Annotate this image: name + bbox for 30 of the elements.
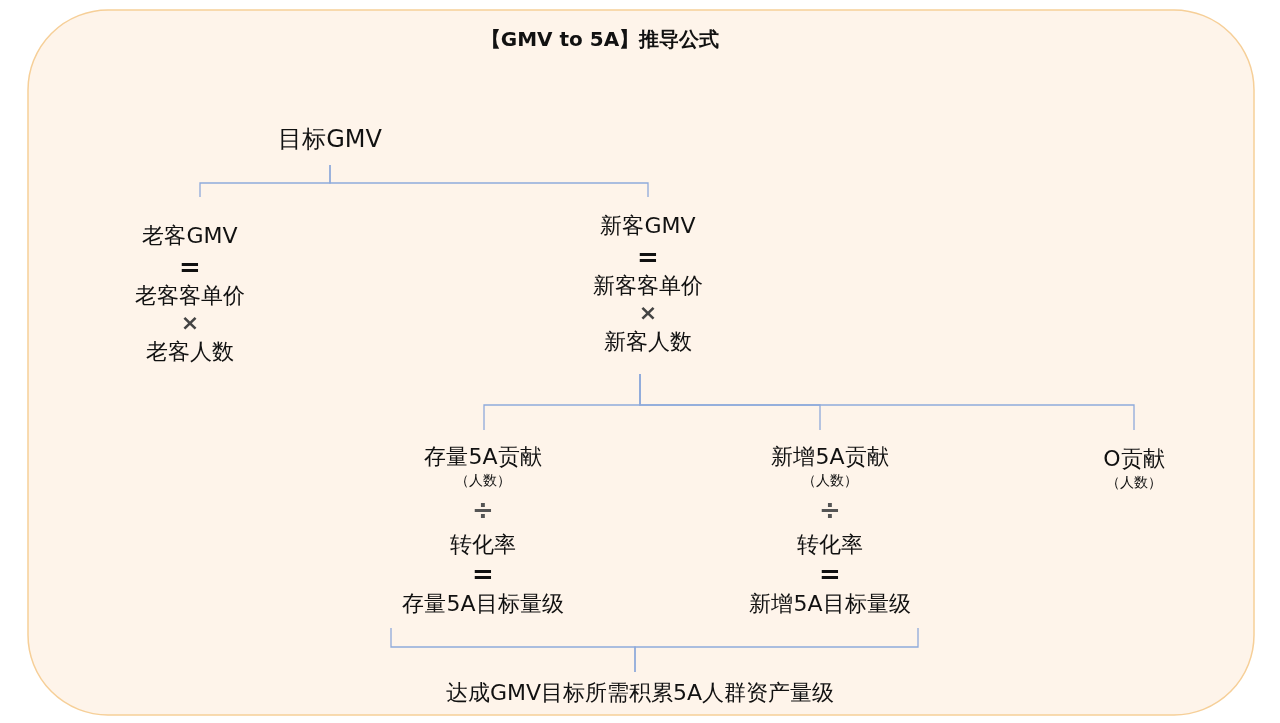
bracket-connector (329, 164, 649, 198)
formula-text: 新客人数 (604, 329, 692, 355)
node-text: 目标GMV (278, 125, 382, 153)
summary-text: 达成GMV目标所需积累5A人群资产量级 (445, 680, 835, 706)
multiply-sign: × (638, 300, 658, 326)
formula-text: 新客GMV (600, 213, 696, 239)
unit-note: （人数） (455, 471, 511, 489)
divide-sign: ÷ (472, 495, 494, 525)
formula-text: O贡献 (1103, 446, 1165, 472)
bracket-connector (634, 627, 919, 673)
equals-sign: = (637, 242, 659, 272)
unit-note: （人数） (802, 471, 858, 489)
bracket-connector (639, 373, 1135, 431)
multiply-sign: × (180, 310, 200, 336)
equals-sign: = (472, 559, 494, 589)
formula-text: 老客人数 (146, 339, 234, 365)
diagram-title: 【GMV to 5A】推导公式 (479, 26, 721, 53)
formula-text: 转化率 (797, 532, 863, 558)
formula-text: 存量5A贡献 (424, 444, 542, 470)
formula-text: 新增5A目标量级 (749, 591, 911, 617)
equals-sign: = (179, 252, 201, 282)
unit-note: （人数） (1106, 473, 1162, 491)
formula-text: 转化率 (450, 532, 516, 558)
divide-sign: ÷ (819, 495, 841, 525)
equals-sign: = (819, 559, 841, 589)
formula-text: 老客GMV (142, 223, 238, 249)
formula-text: 新增5A贡献 (771, 444, 889, 470)
formula-text: 新客客单价 (593, 273, 703, 299)
formula-text: 老客客单价 (135, 283, 245, 309)
formula-text: 存量5A目标量级 (402, 591, 564, 617)
